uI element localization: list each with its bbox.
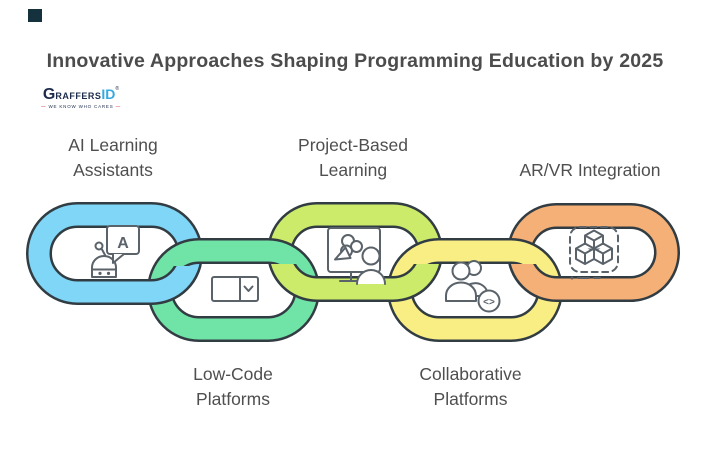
logo-tagline: — WE KNOW WHO CARES —	[41, 104, 121, 109]
label-ar-vr-integration: AR/VR Integration	[519, 160, 661, 180]
page-title: Innovative Approaches Shaping Programmin…	[46, 50, 664, 72]
dropdown-select-icon	[211, 276, 259, 302]
label-ai-learning-assistants: AI Learning Assistants	[68, 135, 158, 180]
robot-bubble-letter: A	[117, 235, 129, 252]
label-project-based-learning: Project-Based Learning	[298, 135, 408, 180]
monitor-presenter-icon	[327, 227, 386, 285]
code-glyph: <>	[483, 297, 495, 308]
team-code-icon: <>	[445, 260, 501, 313]
label-low-code-platforms: Low-Code Platforms	[193, 364, 273, 409]
logo-wordmark: GRAFFERSID®	[42, 86, 120, 103]
corner-mark	[28, 9, 42, 22]
robot-chat-icon: A	[91, 225, 140, 278]
graffersid-logo: GRAFFERSID® — WE KNOW WHO CARES —	[36, 87, 126, 110]
ar-cubes-icon	[569, 226, 619, 280]
label-collaborative-platforms: Collaborative Platforms	[419, 364, 522, 409]
